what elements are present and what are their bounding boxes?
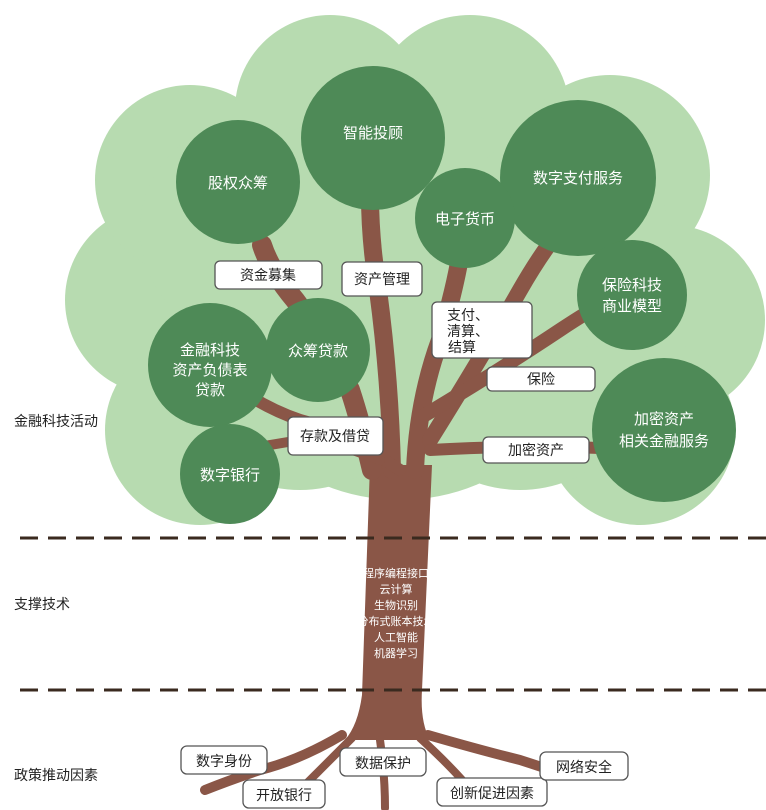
policy-cybersecurity-text: 网络安全: [556, 759, 612, 776]
policy-open-banking-text: 开放银行: [256, 788, 312, 804]
activity-circles: 股权众筹 智能投顾 数字支付服务 电子货币 保险科技 商业模型 金融科技 资产负…: [148, 66, 736, 524]
label-asset-mgmt-text: 资产管理: [354, 272, 410, 288]
label-insurance: 保险: [486, 366, 596, 392]
label-payment-clearing: 支付、 清算、 结算: [431, 301, 533, 359]
tech-ai: 人工智能: [374, 630, 418, 644]
circle-e-money: 电子货币: [415, 168, 515, 268]
support-tech-list: 程序编程接口 云计算 生物识别 分布式账本技术 人工智能 机器学习: [358, 566, 435, 660]
tech-cloud: 云计算: [380, 582, 413, 596]
section-fintech-activities: 金融科技活动: [14, 414, 98, 430]
label-payment-line1: 支付、: [447, 308, 489, 324]
policy-innovation: 创新促进因素: [436, 777, 548, 807]
circle-crypto-line1: 加密资产: [634, 410, 694, 428]
label-crypto-asset: 加密资产: [482, 436, 590, 464]
circle-equity-crowdfunding: 股权众筹: [176, 120, 300, 244]
circle-insurtech: 保险科技 商业模型: [577, 240, 687, 350]
tech-ml: 机器学习: [374, 646, 418, 660]
policy-data-protection-text: 数据保护: [355, 756, 411, 772]
policy-data-protection: 数据保护: [339, 747, 427, 777]
policy-cybersecurity: 网络安全: [539, 751, 629, 781]
tech-api: 程序编程接口: [363, 566, 429, 580]
circle-equity-label: 股权众筹: [208, 174, 268, 192]
circle-insurtech-line2: 商业模型: [602, 297, 662, 315]
label-deposit-text: 存款及借贷: [300, 429, 370, 445]
policy-labels: 数字身份 开放银行 数据保护 创新促进因素 网络安全: [180, 745, 629, 809]
policy-open-banking: 开放银行: [242, 779, 326, 809]
circle-crypto-line2: 相关金融服务: [619, 432, 709, 450]
label-deposit-lending: 存款及借贷: [287, 416, 384, 456]
circle-fintech-line2: 资产负债表: [172, 361, 247, 379]
policy-digital-id: 数字身份: [180, 745, 268, 775]
section-supporting-tech: 支撑技术: [14, 597, 70, 613]
circle-emoney-label: 电子货币: [435, 210, 495, 228]
label-fundraising-text: 资金募集: [240, 267, 296, 284]
section-policy-drivers: 政策推动因素: [14, 767, 98, 784]
policy-innovation-text: 创新促进因素: [450, 786, 534, 802]
label-insurance-text: 保险: [527, 372, 555, 388]
circle-digital-payment: 数字支付服务: [500, 100, 656, 256]
label-crypto-text: 加密资产: [508, 442, 564, 459]
label-payment-line3: 结算: [448, 340, 476, 356]
circle-fintech-line1: 金融科技: [180, 341, 240, 359]
label-asset-management: 资产管理: [341, 261, 423, 297]
circle-payment-label: 数字支付服务: [533, 169, 623, 187]
label-payment-line2: 清算、: [447, 324, 489, 340]
circle-digitalbank-label: 数字银行: [200, 466, 260, 484]
circle-fintech-balance-sheet: 金融科技 资产负债表 贷款: [148, 303, 272, 427]
branch-labels: 资金募集 资产管理 支付、 清算、 结算 保险 存款及借贷 加密资产: [214, 260, 596, 464]
circle-robo-label: 智能投顾: [343, 124, 403, 142]
circle-digital-bank: 数字银行: [180, 424, 280, 524]
tech-dlt: 分布式账本技术: [358, 614, 435, 628]
policy-digital-id-text: 数字身份: [196, 754, 252, 770]
circle-crowdlend-label: 众筹贷款: [288, 342, 348, 360]
circle-insurtech-line1: 保险科技: [602, 276, 662, 294]
label-fundraising: 资金募集: [214, 260, 323, 290]
circle-fintech-line3: 贷款: [195, 381, 225, 399]
tech-biometrics: 生物识别: [374, 598, 418, 612]
circle-crowdfunding-lending: 众筹贷款: [266, 298, 370, 402]
circle-crypto-services: 加密资产 相关金融服务: [592, 358, 736, 502]
circle-robo-advisor: 智能投顾: [301, 66, 445, 210]
